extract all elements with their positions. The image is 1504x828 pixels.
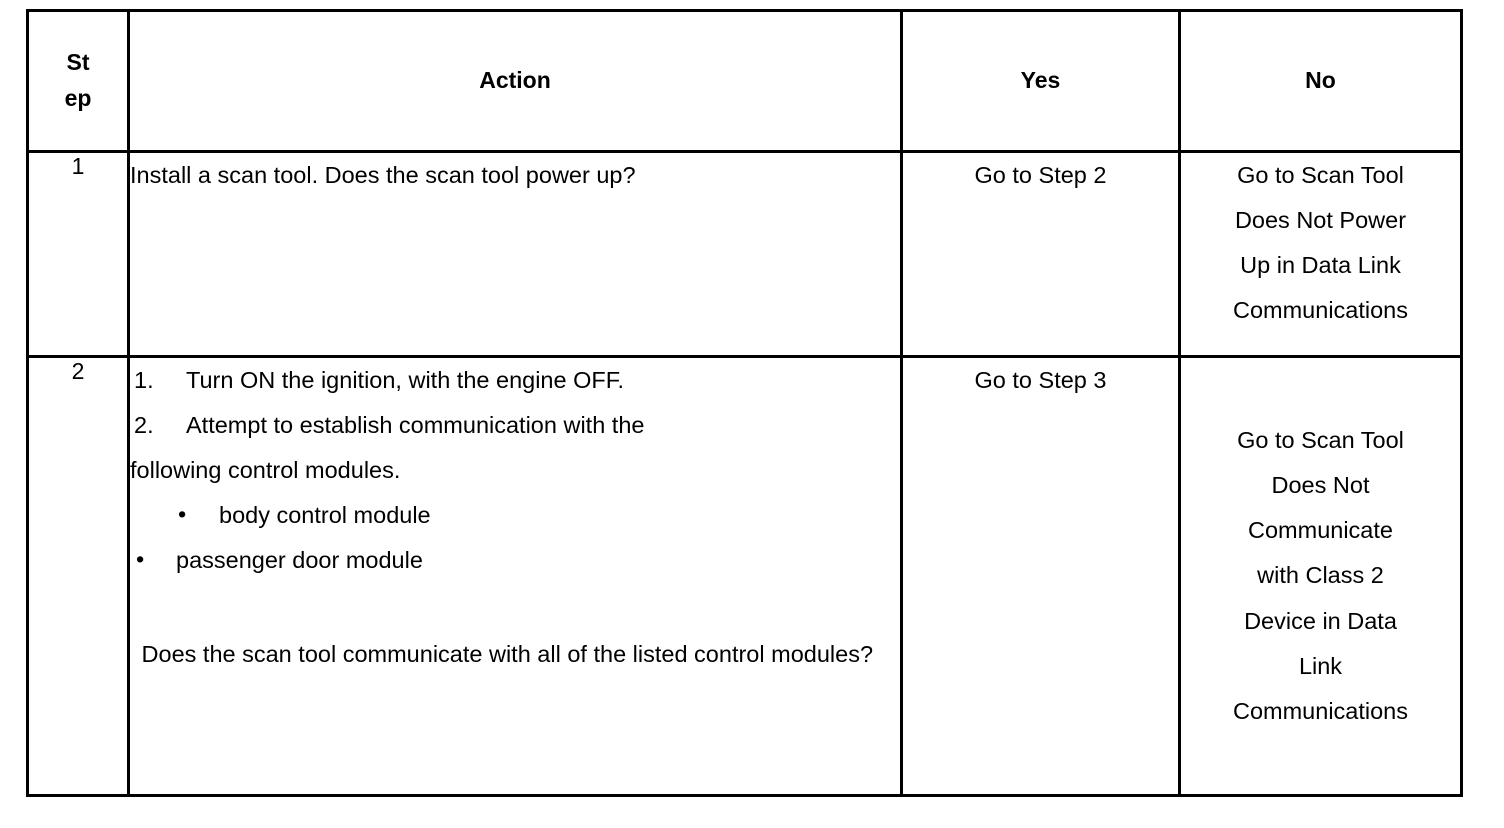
action-cell: 1. Turn ON the ignition, with the engine…	[127, 355, 903, 797]
action-cell: Install a scan tool. Does the scan tool …	[127, 150, 903, 358]
column-header-step-line2: ep	[64, 85, 92, 111]
column-header-step-line1: St	[66, 49, 90, 76]
no-result-line: Device in Data	[1244, 607, 1397, 634]
table-row: 1 Install a scan tool. Does the scan too…	[26, 150, 1463, 358]
table-row: 2 1. Turn ON the ignition, with the engi…	[26, 355, 1463, 797]
numbered-instruction-list: 1. Turn ON the ignition, with the engine…	[130, 358, 900, 448]
no-result-line: Does Not Power	[1234, 207, 1407, 234]
no-result-line: Does Not	[1271, 472, 1370, 499]
column-header-step: St ep	[26, 9, 130, 153]
no-result-line: with Class 2	[1257, 562, 1384, 589]
yes-result-text: Go to Step 3	[974, 367, 1107, 393]
list-item: 1. Turn ON the ignition, with the engine…	[130, 358, 900, 403]
action-paragraph: Install a scan tool. Does the scan tool …	[130, 162, 636, 188]
vertical-spacer	[130, 584, 900, 632]
no-cell: Go to Scan Tool Does Not Power Up in Dat…	[1178, 150, 1463, 358]
yes-cell: Go to Step 2	[900, 150, 1181, 358]
list-number: 1.	[134, 367, 154, 393]
column-header-yes: Yes	[900, 9, 1181, 153]
action-continuation-text: following control modules.	[130, 457, 401, 484]
no-cell: Go to Scan Tool Does Not Communicate wit…	[1178, 355, 1463, 797]
bullet-icon: •	[178, 501, 187, 528]
no-result-line: Up in Data Link	[1240, 252, 1401, 279]
list-item: 2. Attempt to establish communication wi…	[130, 403, 900, 448]
yes-cell: Go to Step 3	[900, 355, 1181, 797]
column-header-no: No	[1178, 9, 1463, 153]
list-item-text: Turn ON the ignition, with the engine OF…	[186, 367, 625, 393]
no-result-line: Link	[1298, 652, 1343, 679]
list-item-text: body control module	[219, 502, 431, 529]
no-result-line: Communications	[1232, 697, 1408, 724]
diagnostic-table: St ep Action Yes No 1 Install a scan too…	[26, 9, 1463, 797]
no-result-line: Communications	[1232, 297, 1408, 324]
no-result-line: Communicate	[1248, 517, 1393, 544]
no-result-line: Go to Scan Tool	[1237, 162, 1404, 188]
list-item-text: passenger door module	[176, 547, 423, 574]
list-number: 2.	[134, 412, 154, 439]
no-result-line: Go to Scan Tool	[1237, 427, 1404, 454]
column-header-action: Action	[127, 9, 903, 153]
action-question-text: Does the scan tool communicate with all …	[135, 640, 874, 667]
step-number-cell: 1	[26, 150, 130, 358]
step-number-cell: 2	[26, 355, 130, 797]
bulleted-module-list: • body control module • passenger door m…	[130, 493, 900, 583]
list-item: • passenger door module	[130, 538, 900, 583]
list-item-text: Attempt to establish communication with …	[186, 412, 645, 439]
list-item: • body control module	[130, 493, 900, 538]
table-header-row: St ep Action Yes No	[26, 9, 1463, 153]
bullet-icon: •	[136, 546, 145, 573]
yes-result-text: Go to Step 2	[974, 162, 1107, 188]
